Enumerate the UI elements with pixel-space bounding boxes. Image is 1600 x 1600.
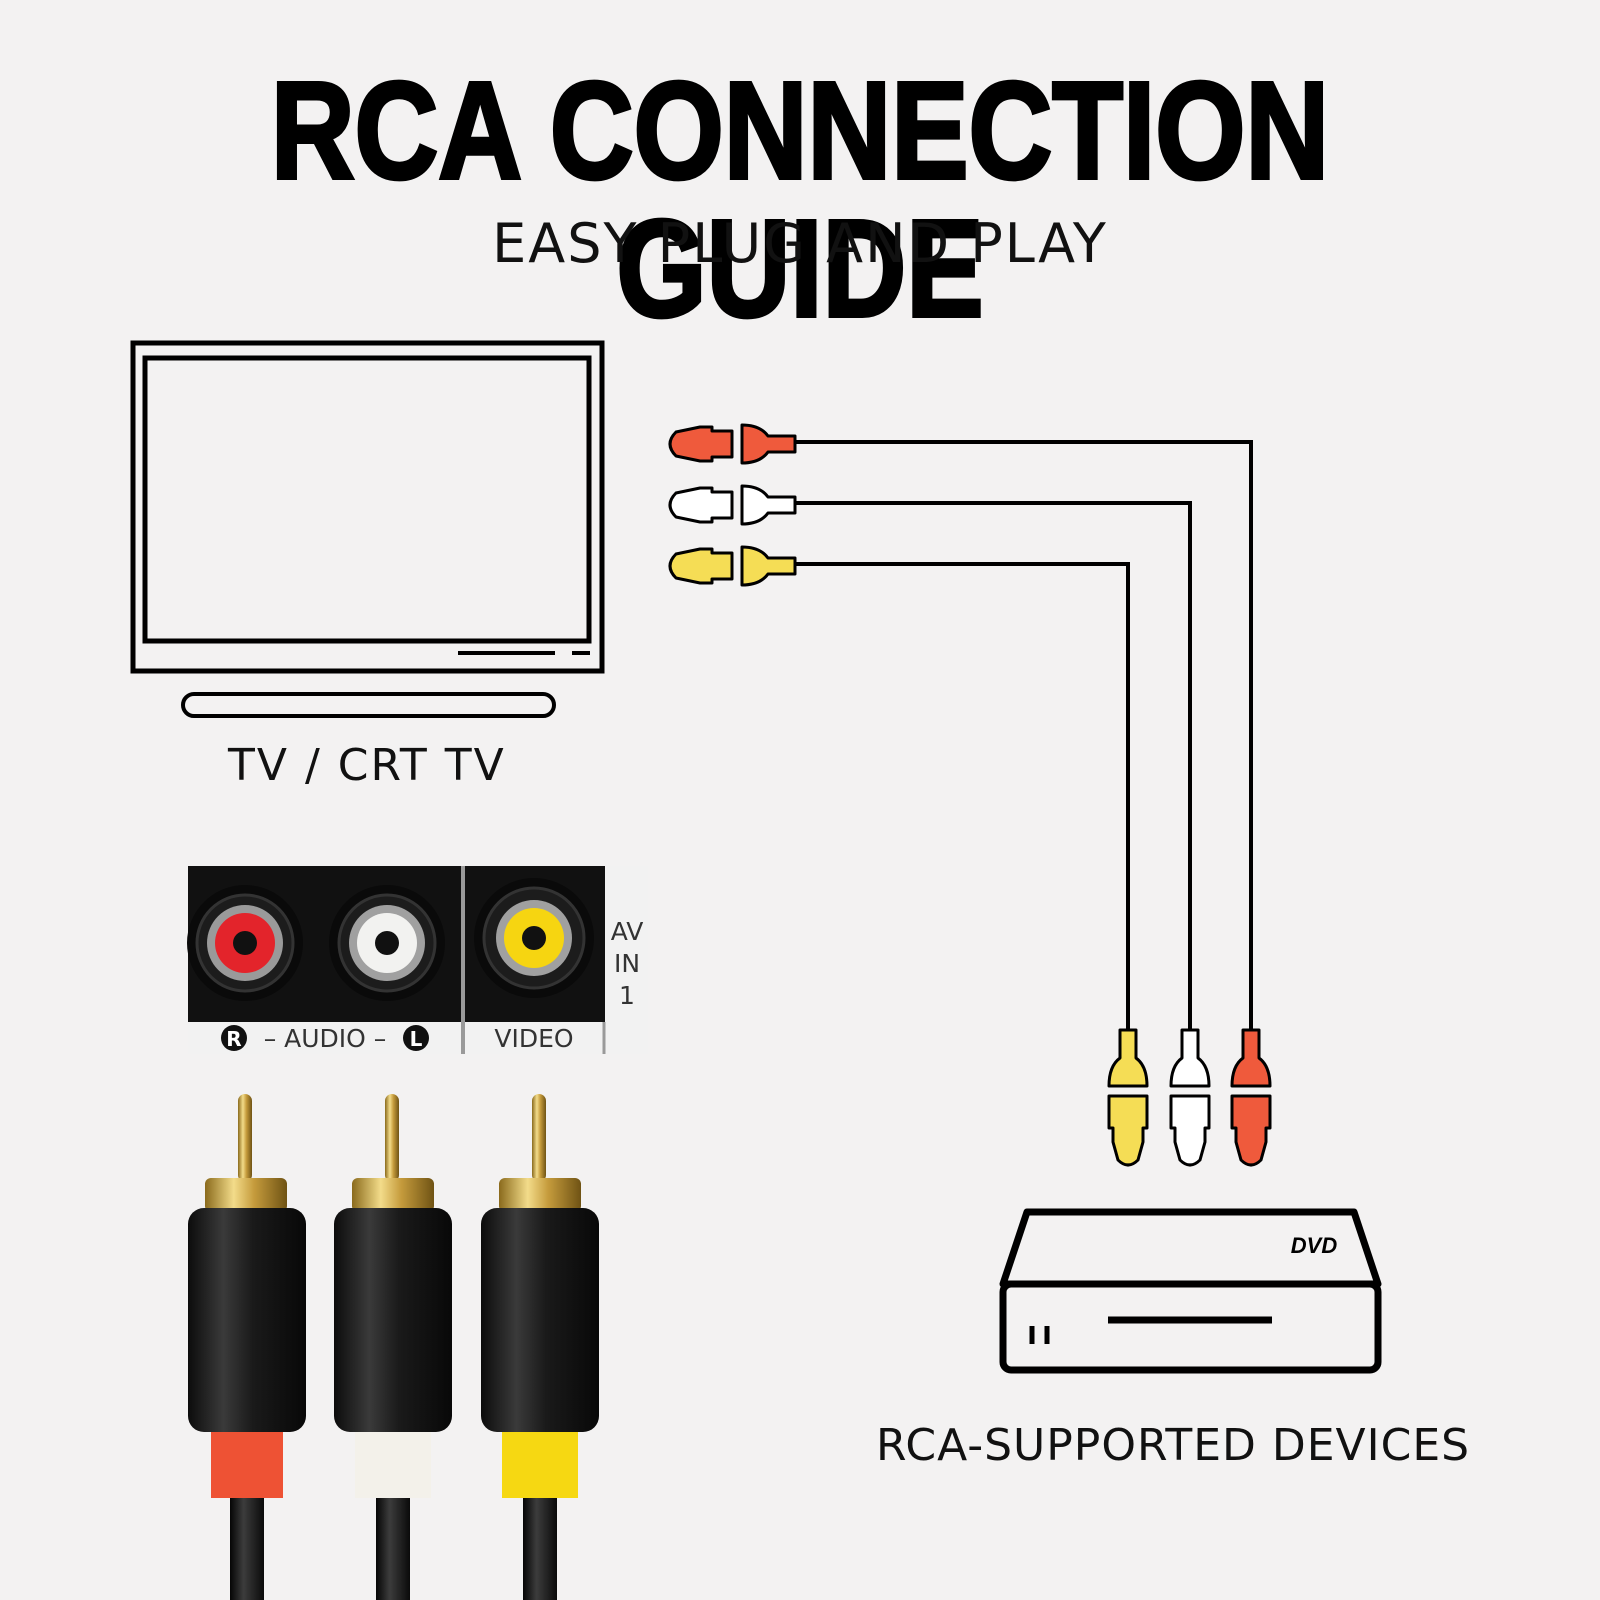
white-wire [795,501,1192,1030]
page-subtitle: EASY PLUG AND PLAY [492,212,1108,275]
device-label: RCA-SUPPORTED DEVICES [876,1420,1471,1471]
av-side-label-2: IN [614,949,640,978]
video-label: VIDEO [494,1024,573,1053]
rca-plug-red [188,1094,306,1600]
red-vertical-connector [1230,1028,1272,1167]
yellow-video-jack [474,878,594,998]
left-channel-badge-icon [403,1025,429,1051]
av-port-panel [187,866,648,1054]
tv-label: TV / CRT TV [228,740,506,791]
yellow-wire [795,562,1130,1030]
cable-wires [795,440,1253,1030]
yellow-vertical-connector [1107,1028,1149,1167]
red-connector-pair [668,423,797,465]
yellow-connector-pair [668,545,797,587]
rca-plug-yellow [481,1094,599,1600]
white-connector-pair [668,484,797,526]
dvd-player-icon [999,1208,1382,1374]
page-title: RCA CONNECTION GUIDE [269,54,1331,346]
tv-side-connectors [668,423,797,587]
white-audio-jack [329,885,445,1001]
tv-icon [130,340,605,718]
rca-plug-white [334,1094,452,1600]
av-side-label-3: 1 [619,981,635,1010]
dvd-logo: DVD [1291,1233,1338,1258]
red-wire [795,440,1253,1030]
red-audio-jack [187,885,303,1001]
audio-label: – AUDIO – [264,1024,387,1053]
av-side-label-1: AV [611,917,644,946]
right-badge-text: R [226,1027,241,1051]
left-badge-text: L [410,1027,423,1051]
device-side-connectors [1107,1028,1272,1167]
white-vertical-connector [1169,1028,1211,1167]
right-channel-badge-icon [221,1025,247,1051]
